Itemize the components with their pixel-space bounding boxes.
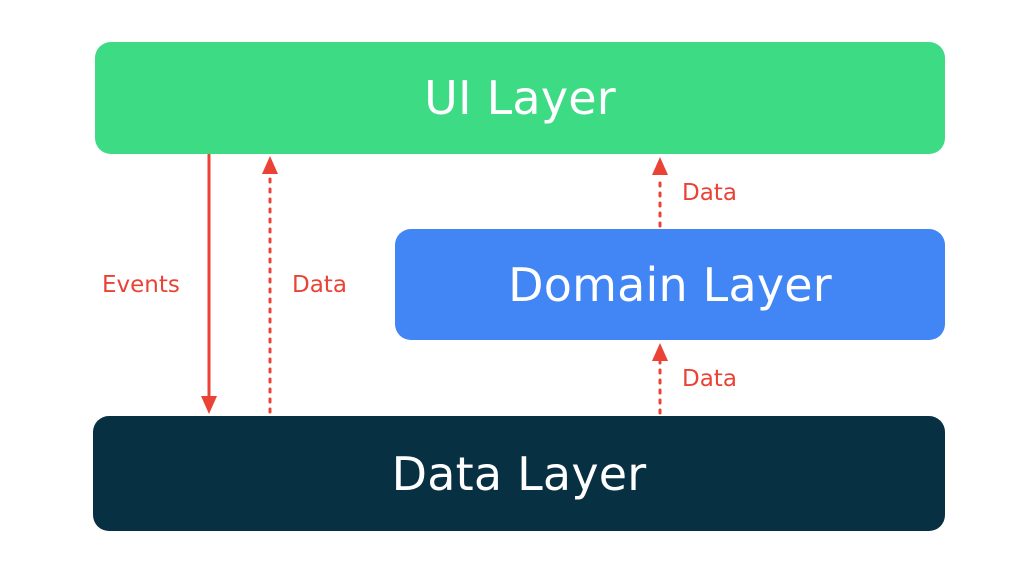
data-layer-box: Data Layer — [93, 416, 945, 531]
data-arrow-left — [262, 156, 278, 414]
data-label-top: Data — [682, 180, 737, 206]
domain-layer-box: Domain Layer — [395, 229, 945, 340]
events-arrow — [201, 154, 217, 414]
data-layer-label: Data Layer — [391, 446, 647, 501]
data-label-bottom: Data — [682, 366, 737, 392]
ui-layer-label: UI Layer — [424, 71, 616, 125]
domain-layer-label: Domain Layer — [508, 257, 832, 312]
data-arrow-bottom — [652, 343, 668, 415]
events-label: Events — [102, 272, 180, 298]
data-label-left: Data — [292, 272, 347, 298]
ui-layer-box: UI Layer — [95, 42, 945, 154]
data-arrow-top — [652, 157, 668, 228]
